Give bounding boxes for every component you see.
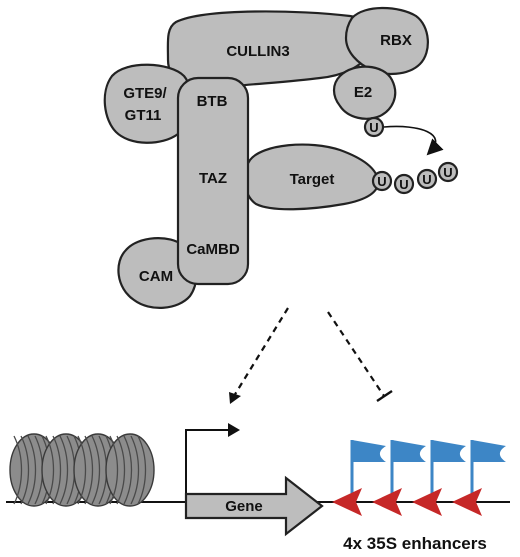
nucleosomes	[9, 433, 155, 507]
rbx-label: RBX	[380, 32, 412, 49]
activation-arrow	[229, 307, 289, 404]
enhancer-flag-icon	[430, 440, 466, 494]
e2-label: E2	[354, 84, 372, 101]
gene-label: Gene	[225, 498, 263, 515]
svg-text:U: U	[377, 174, 386, 189]
gt11-label: GT11	[125, 107, 162, 124]
ubiquitin-on-e2: U	[363, 116, 385, 138]
ubiquitin-transfer-arrow	[383, 125, 444, 156]
gene-arrow	[184, 475, 324, 537]
target-label: Target	[290, 171, 335, 188]
enhancer-chevron-icon	[372, 488, 402, 516]
btb-taz-cambd-column	[176, 76, 250, 286]
taz-label: TAZ	[199, 170, 227, 187]
e2-shape	[332, 65, 397, 120]
cullin3-label: CULLIN3	[226, 43, 289, 60]
enhancer-chevron-icon	[332, 488, 362, 516]
protein-complex	[103, 7, 429, 309]
repression-arrow	[327, 311, 393, 402]
cambd-label: CaMBD	[186, 241, 240, 258]
enhancer-chevron-icon	[452, 488, 482, 516]
svg-text:U: U	[399, 177, 408, 192]
cullin3-shape	[166, 10, 375, 90]
enhancer-flag-icon	[470, 440, 506, 494]
polyubiquitin-chain: U U U U	[371, 161, 459, 195]
target-shape	[243, 143, 380, 211]
btb-label: BTB	[197, 93, 228, 110]
enhancer-flag-icon	[390, 440, 426, 494]
svg-text:U: U	[422, 172, 431, 187]
nucleosome	[105, 433, 155, 507]
transcription-start-arrow	[185, 423, 240, 502]
ubiquitin-label: U	[369, 120, 378, 135]
enhancer-flags	[350, 440, 506, 494]
enhancer-chevrons	[332, 488, 482, 516]
rbx-shape	[344, 7, 429, 76]
svg-text:U: U	[443, 165, 452, 180]
enhancer-label: 4x 35S enhancers	[343, 534, 487, 553]
gte9-label: GTE9/	[123, 85, 167, 102]
enhancer-flag-icon	[350, 440, 386, 494]
enhancer-chevron-icon	[412, 488, 442, 516]
cam-shape	[117, 237, 198, 309]
cam-label: CAM	[139, 268, 173, 285]
